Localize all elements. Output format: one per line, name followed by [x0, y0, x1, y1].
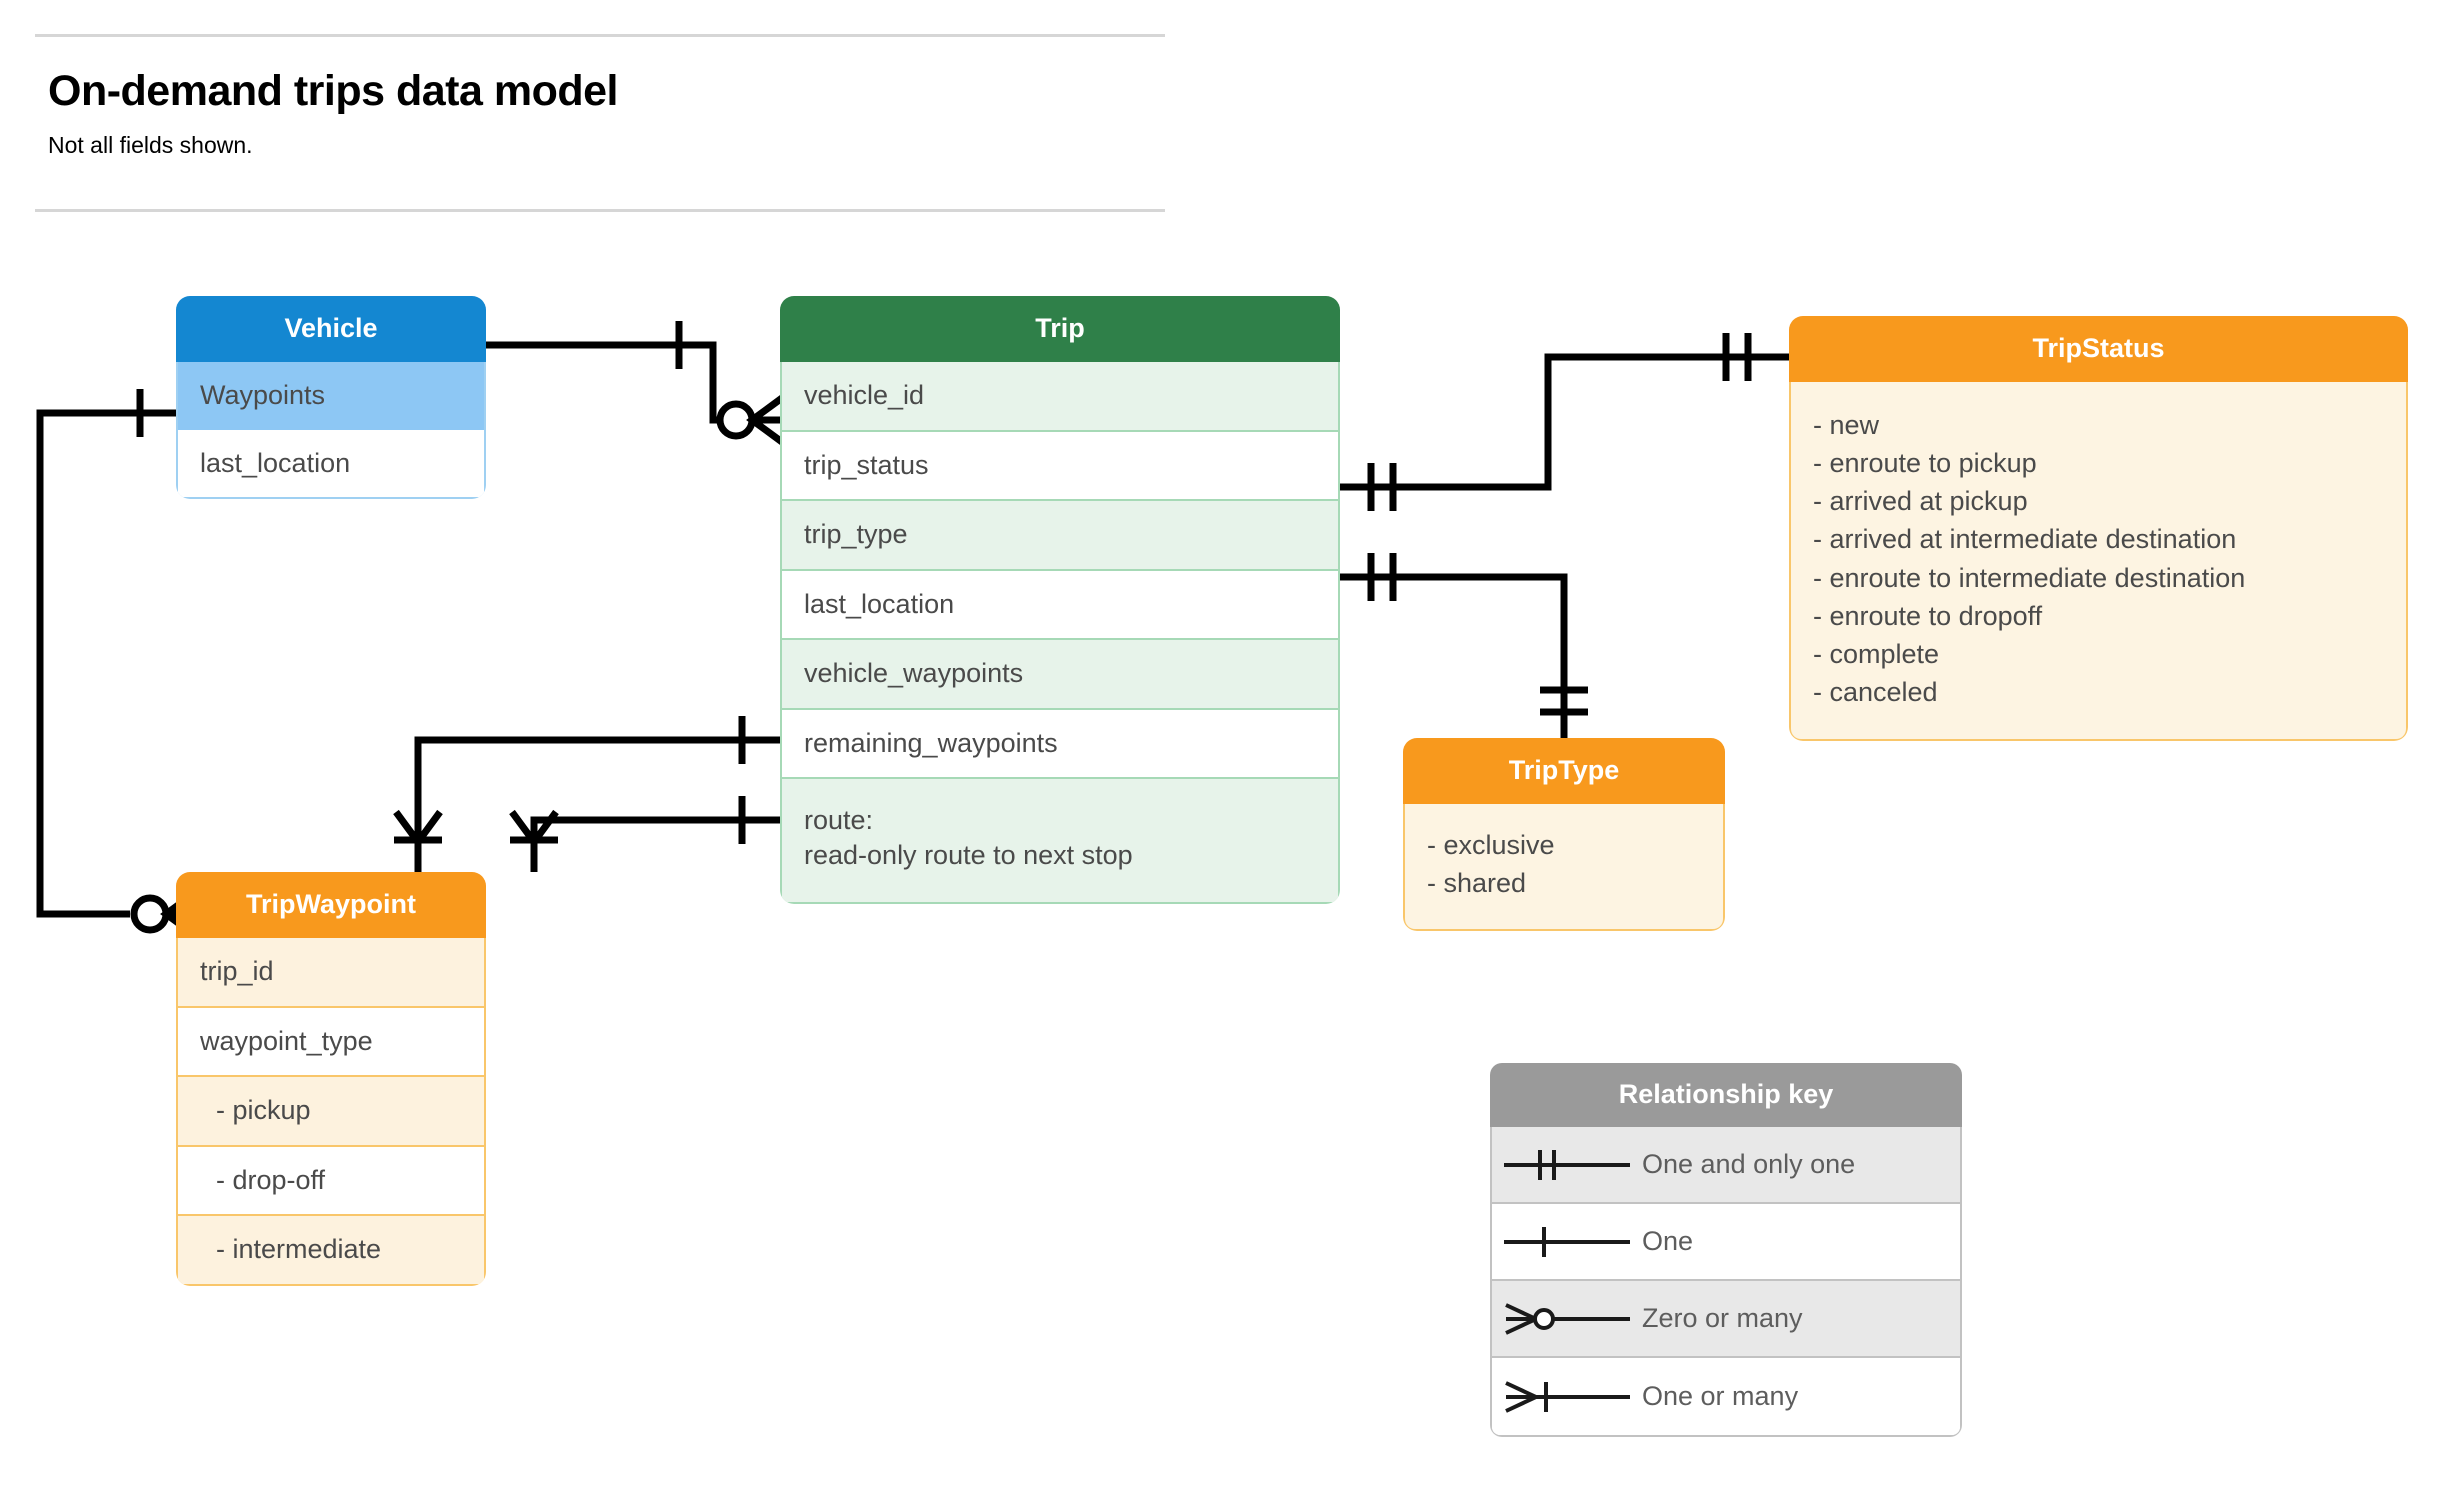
entity-trip-fields: vehicle_id trip_status trip_type last_lo…	[780, 362, 1340, 905]
enum-value: - enroute to intermediate destination	[1813, 562, 2246, 593]
field-trip-last-location[interactable]: last_location	[782, 570, 1338, 641]
enum-value: - exclusive	[1427, 830, 1555, 860]
legend-label: One and only one	[1642, 1149, 1856, 1179]
field-waypoint-type[interactable]: waypoint_type	[178, 1007, 484, 1078]
header-divider-top	[35, 34, 1165, 37]
entity-trip-waypoint-fields: trip_id waypoint_type - pickup - drop-of…	[176, 938, 486, 1286]
entity-trip-title: Trip	[780, 296, 1340, 362]
entity-trip-waypoint[interactable]: TripWaypoint trip_id waypoint_type - pic…	[176, 872, 486, 1286]
field-route[interactable]: route: read-only route to next stop	[782, 779, 1338, 903]
enum-value: - arrived at intermediate destination	[1813, 524, 2237, 555]
entity-trip-type-values: - exclusive - shared	[1403, 804, 1725, 931]
field-waypoint-type-dropoff: - drop-off	[178, 1146, 484, 1217]
entity-trip-waypoint-title: TripWaypoint	[176, 872, 486, 938]
entity-trip-status[interactable]: TripStatus - new - enroute to pickup - a…	[1789, 316, 2408, 741]
connector-vehicle-to-trip	[486, 321, 785, 445]
zero-or-many-icon	[1492, 1299, 1642, 1339]
page-title: On-demand trips data model	[48, 67, 618, 115]
relationship-key-title: Relationship key	[1490, 1063, 1962, 1127]
connector-vehicle-waypoints-to-tripwaypoint	[36, 389, 199, 939]
relationship-key: Relationship key One and only one	[1490, 1063, 1962, 1437]
field-vehicle-id[interactable]: vehicle_id	[782, 362, 1338, 432]
field-trip-id[interactable]: trip_id	[178, 938, 484, 1008]
connector-trip-type-to-triptype	[1340, 553, 1588, 738]
legend-row: One	[1492, 1204, 1960, 1281]
entity-vehicle-title: Vehicle	[176, 296, 486, 362]
enum-value: - arrived at pickup	[1813, 486, 2028, 517]
legend-row: One and only one	[1492, 1127, 1960, 1204]
entity-vehicle-fields: Waypoints last_location	[176, 362, 486, 500]
page-subtitle: Not all fields shown.	[48, 132, 253, 158]
connector-vehicle-waypoints-field-to-tripwaypoint	[393, 716, 780, 872]
enum-value: - complete	[1813, 638, 1940, 669]
legend-label: Zero or many	[1642, 1303, 1803, 1333]
enum-value: - enroute to dropoff	[1813, 600, 2043, 631]
field-trip-type[interactable]: trip_type	[782, 501, 1338, 571]
legend-row: Zero or many	[1492, 1281, 1960, 1358]
connector-remaining-waypoints-to-tripwaypoint	[509, 796, 780, 872]
field-vehicle-waypoints[interactable]: vehicle_waypoints	[782, 640, 1338, 710]
one-and-only-one-icon	[1492, 1145, 1642, 1185]
field-last-location[interactable]: last_location	[178, 429, 484, 498]
entity-trip-type[interactable]: TripType - exclusive - shared	[1403, 738, 1725, 931]
entity-trip[interactable]: Trip vehicle_id trip_status trip_type la…	[780, 296, 1340, 905]
field-remaining-waypoints[interactable]: remaining_waypoints	[782, 709, 1338, 780]
entity-trip-status-values: - new - enroute to pickup - arrived at p…	[1789, 382, 2408, 741]
enum-value: - shared	[1427, 868, 1527, 899]
connector-trip-status-to-tripstatus	[1340, 333, 1789, 511]
field-trip-status[interactable]: trip_status	[782, 431, 1338, 502]
field-waypoint-type-intermediate: - intermediate	[178, 1216, 484, 1284]
enum-value: - new	[1813, 410, 1880, 440]
one-icon	[1492, 1222, 1642, 1262]
entity-trip-status-title: TripStatus	[1789, 316, 2408, 382]
entity-vehicle[interactable]: Vehicle Waypoints last_location	[176, 296, 486, 500]
one-or-many-icon	[1492, 1377, 1642, 1417]
field-waypoint-type-pickup: - pickup	[178, 1077, 484, 1147]
enum-value: - canceled	[1813, 676, 1938, 707]
legend-label: One	[1642, 1226, 1694, 1256]
relationship-key-rows: One and only one One	[1490, 1127, 1962, 1437]
entity-trip-type-title: TripType	[1403, 738, 1725, 804]
field-waypoints[interactable]: Waypoints	[178, 362, 484, 430]
legend-label: One or many	[1642, 1381, 1799, 1411]
legend-row: One or many	[1492, 1358, 1960, 1435]
header-divider-bottom	[35, 209, 1165, 212]
enum-value: - enroute to pickup	[1813, 448, 2037, 479]
